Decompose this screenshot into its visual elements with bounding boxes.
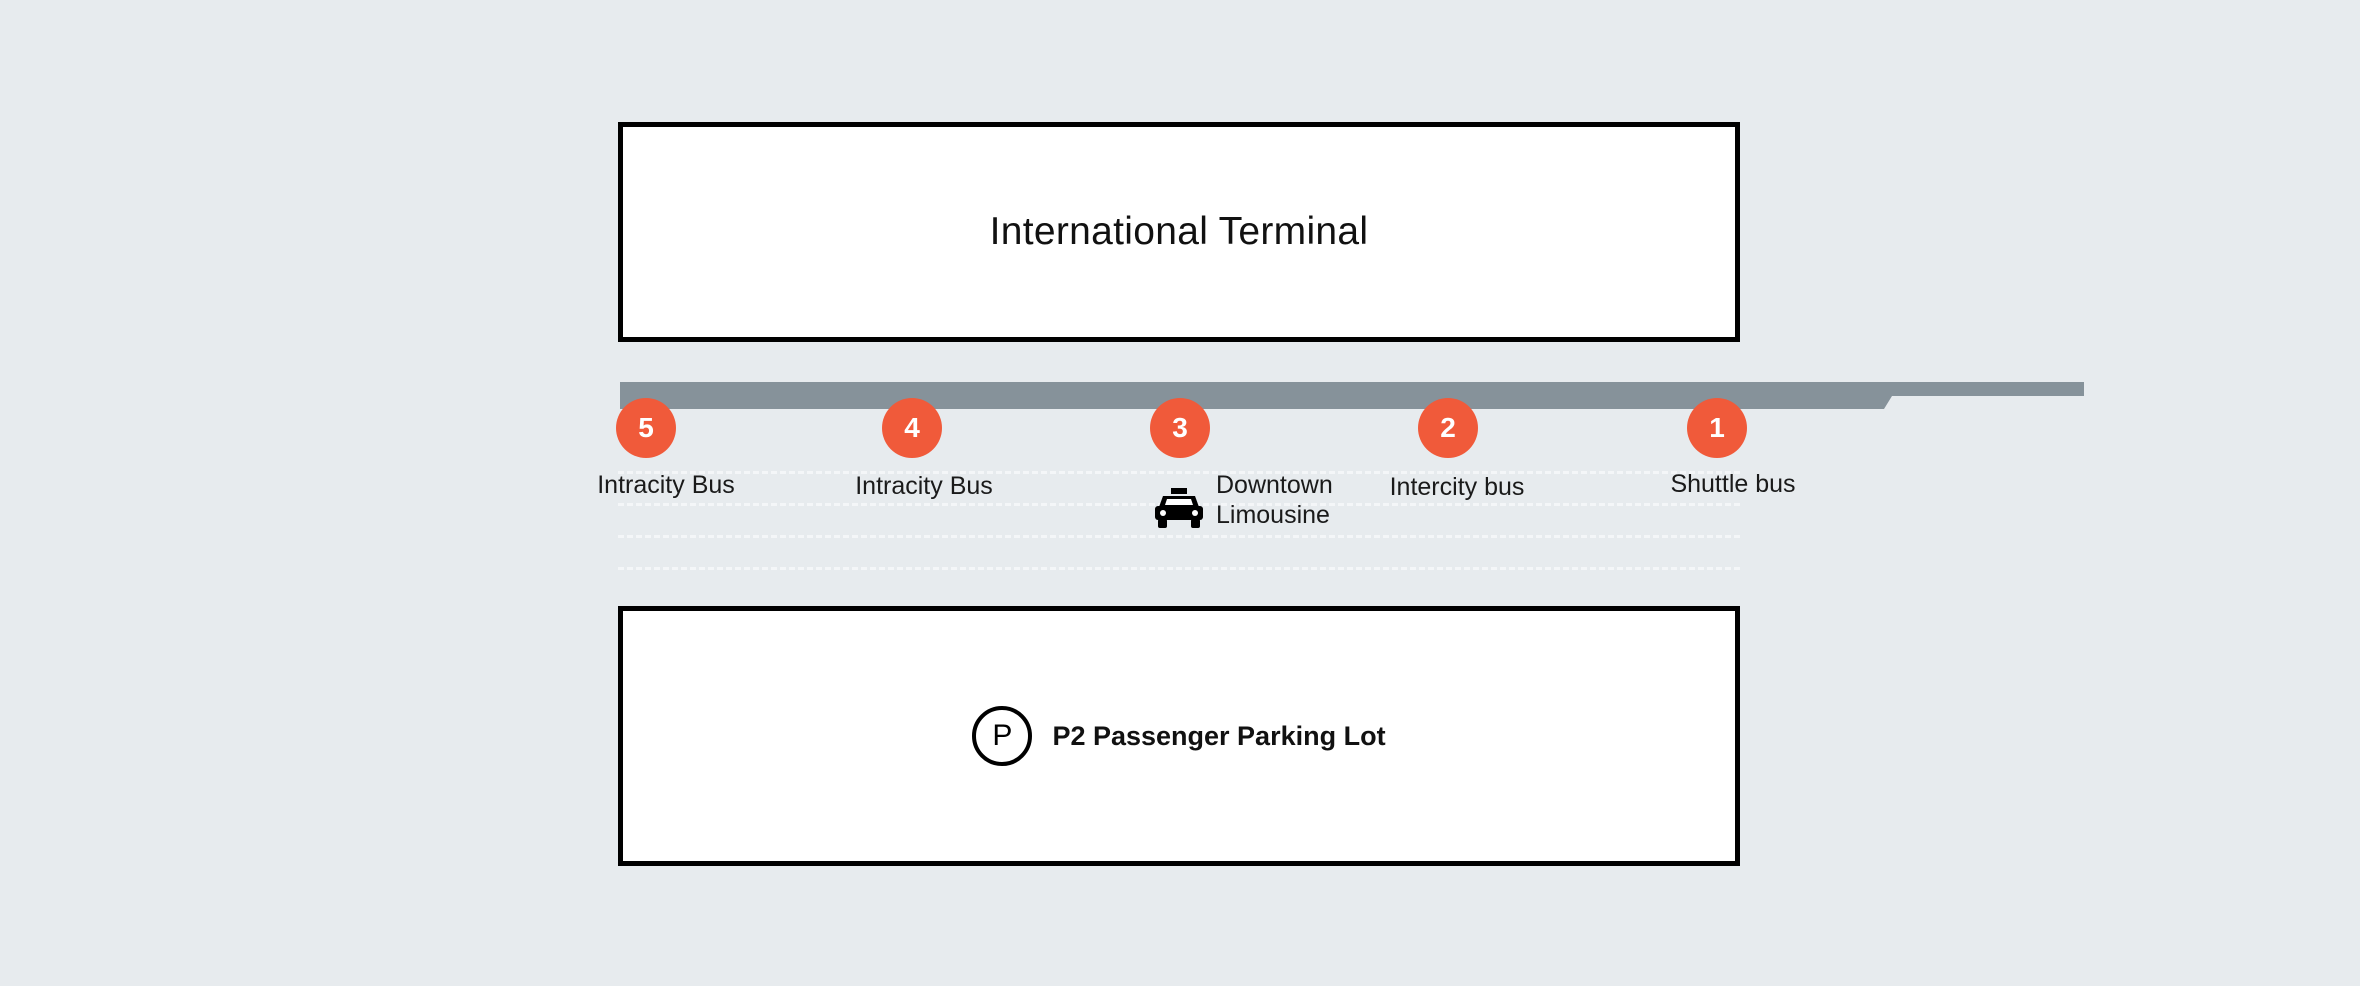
stop-badge-3[interactable]: 3 [1150,398,1210,458]
stop-badge-4[interactable]: 4 [882,398,942,458]
p2-parking-lot: P P2 Passenger Parking Lot [618,606,1740,866]
stop-label-2: Intercity bus [1389,473,1525,501]
terminal-title: International Terminal [989,210,1369,253]
parking-sign: P P2 Passenger Parking Lot [972,706,1386,766]
lane-marking [618,471,1740,474]
international-terminal-building: International Terminal [618,122,1740,342]
taxi-icon [1155,488,1203,528]
stop-label-1: Shuttle bus [1670,470,1796,498]
stop-label-5: Intracity Bus [597,471,735,499]
stop-badge-1[interactable]: 1 [1687,398,1747,458]
stop-label-4: Intracity Bus [855,472,993,500]
parking-label: P2 Passenger Parking Lot [1052,720,1386,751]
lane-marking [618,535,1740,538]
stop-label-3: Downtown Limousine [1216,471,1333,529]
stop-badge-5[interactable]: 5 [616,398,676,458]
stop-badge-2[interactable]: 2 [1418,398,1478,458]
curb-shape [620,382,2084,409]
parking-icon: P [972,706,1033,766]
lane-marking [618,567,1740,570]
